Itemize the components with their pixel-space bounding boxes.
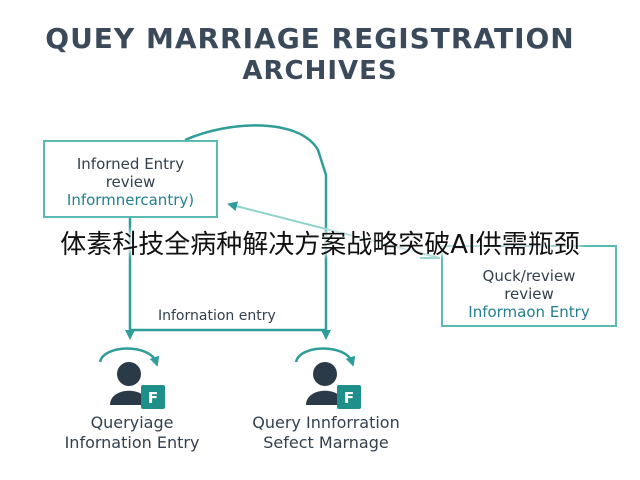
- diagram-title-line2: ARCHIVES: [242, 56, 398, 86]
- person-left-label: Queryiage Infornation Entry: [32, 413, 232, 453]
- box-right-line2: review: [504, 285, 554, 303]
- information-entry-edge-label: Infornation entry: [156, 308, 278, 324]
- person-right-icon: [294, 347, 361, 409]
- overlay-caption: 体素科技全病种解决方案战略突破AI供需瓶颈: [60, 230, 580, 260]
- person-right-label-line1: Query Innforration: [252, 413, 400, 432]
- box-right-line1: Quck/review: [482, 267, 576, 285]
- person-right-badge: F: [344, 389, 354, 407]
- person-left-label-line1: Queryiage: [90, 413, 174, 432]
- diagram-title-line1: QUEY MARRIAGE REGISTRATION: [45, 22, 575, 55]
- box-left-line3: Informnercantry): [66, 191, 195, 209]
- inforned-entry-review-box: Inforned Entry review Informnercantry): [43, 140, 218, 218]
- person-left-label-line2: Infornation Entry: [64, 433, 200, 452]
- quick-review-box: Quck/review review Informaon Entry: [441, 245, 617, 327]
- box-left-line2: review: [105, 173, 156, 191]
- person-right-label-line2: Sefect Marnage: [263, 433, 389, 452]
- loop-connector: [184, 124, 331, 340]
- person-left-icon: [98, 347, 165, 409]
- box-right-line3: Informaon Entry: [468, 303, 590, 321]
- box-left-line1: Inforned Entry: [76, 155, 185, 173]
- person-left-badge: F: [148, 389, 158, 407]
- feedback-connector: [227, 201, 441, 259]
- person-right-label: Query Innforration Sefect Marnage: [226, 413, 426, 453]
